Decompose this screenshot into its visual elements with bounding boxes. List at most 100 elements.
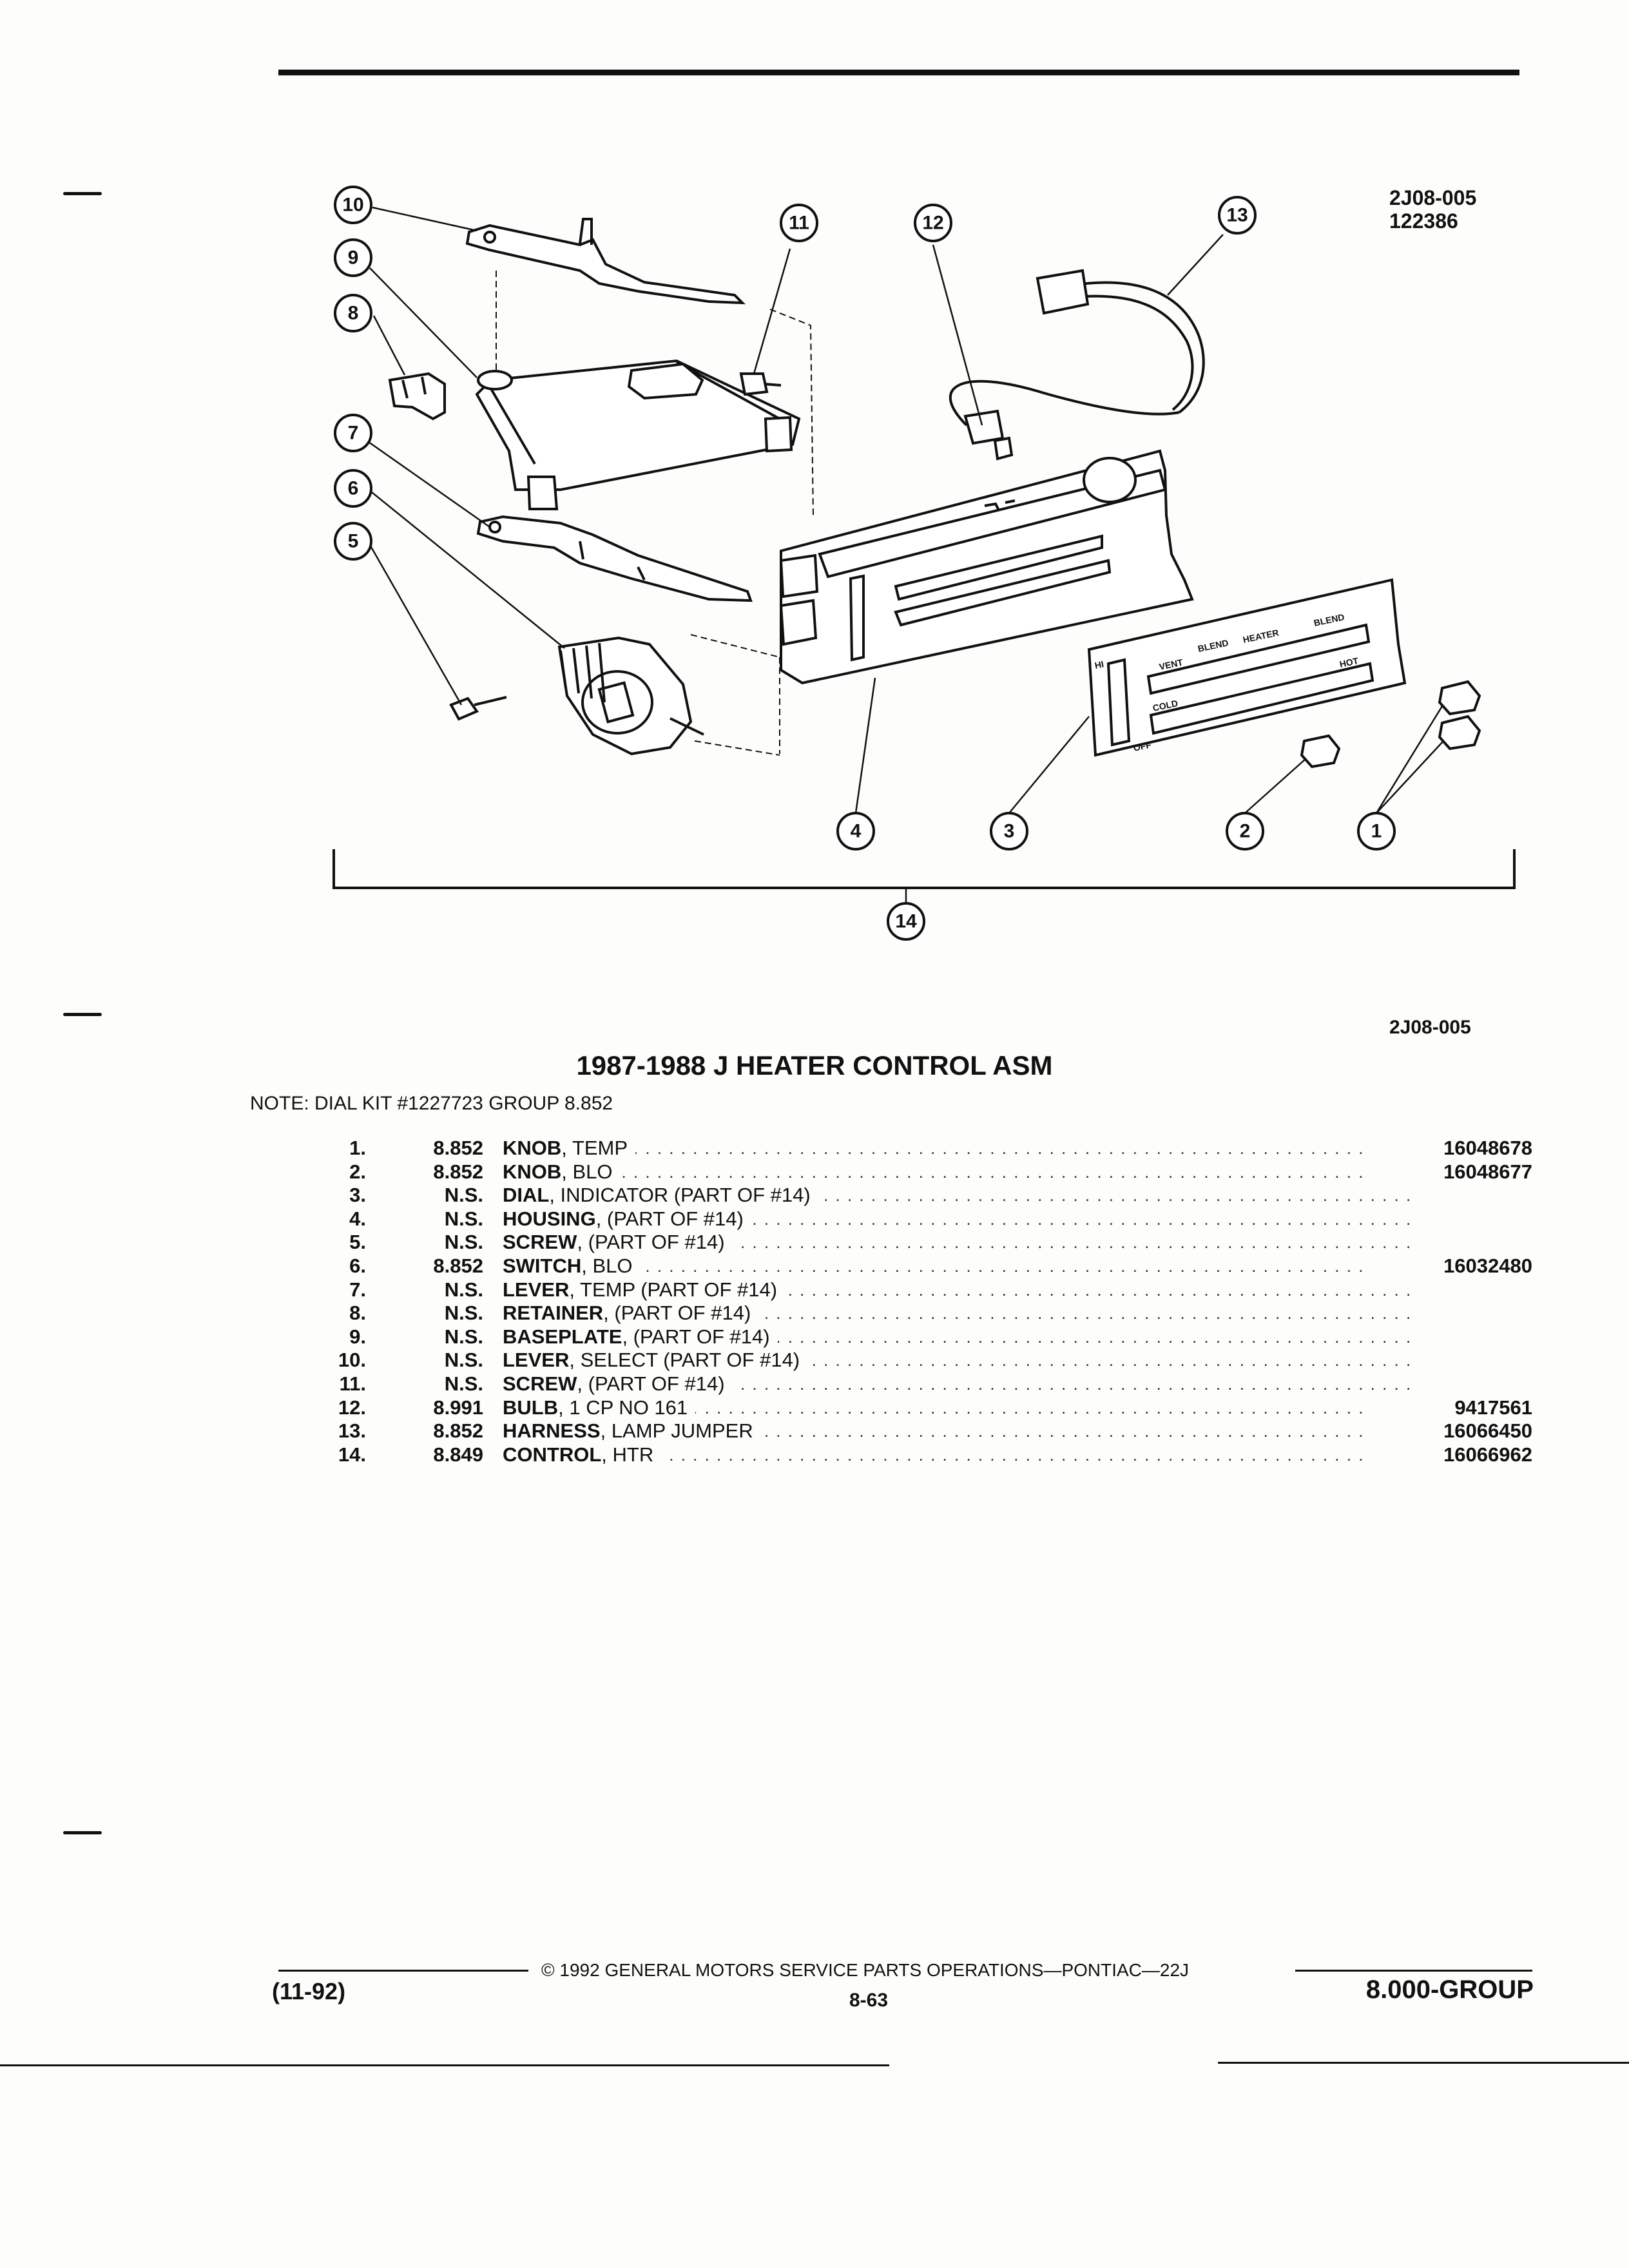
group-number: 8.852 — [433, 1254, 483, 1277]
leader-line — [1375, 706, 1443, 814]
temp-knob — [1438, 680, 1481, 716]
part-description: CONTROL, HTR — [503, 1443, 662, 1466]
baseplate-tab — [764, 416, 793, 453]
copyright-line: © 1992 GENERAL MOTORS SERVICE PARTS OPER… — [541, 1960, 1190, 1980]
part-detail: , HTR — [601, 1443, 654, 1466]
parts-list-row: 11.N.S.. . . . . . . . . . . . . . . . .… — [308, 1372, 1532, 1396]
parts-list-row: 6.8.852. . . . . . . . . . . . . . . . .… — [308, 1254, 1532, 1278]
footer-rule-left — [278, 1970, 528, 1972]
part-name: SWITCH — [503, 1254, 582, 1277]
illustration-code-bottom: 2J08-005 — [1389, 1017, 1471, 1038]
part-name: DIAL — [503, 1184, 550, 1207]
screw-small — [739, 372, 769, 396]
part-detail: , TEMP — [561, 1137, 628, 1159]
part-description: BULB, 1 CP NO 161 — [503, 1396, 696, 1419]
callout-7-label: 7 — [348, 423, 359, 444]
part-number: 16032480 — [1443, 1254, 1532, 1277]
guide-line — [690, 634, 780, 658]
retainer-detail — [401, 376, 427, 399]
bottom-edge-rule-right — [1218, 2062, 1629, 2064]
temp-lever-hole — [488, 521, 501, 533]
callout-6-label: 6 — [348, 478, 359, 499]
guide-line — [694, 740, 780, 756]
group-number: N.S. — [444, 1231, 483, 1254]
part-detail: , (PART OF #14) — [577, 1231, 725, 1254]
margin-mark — [63, 1831, 102, 1834]
callout-10-label: 10 — [342, 195, 363, 216]
part-name: BULB — [503, 1396, 559, 1419]
leader-line — [372, 315, 406, 376]
callout-12: 12 — [914, 204, 952, 242]
dial-kit-note: NOTE: DIAL KIT #1227723 GROUP 8.852 — [250, 1093, 613, 1114]
parts-list-row: 1.8.852. . . . . . . . . . . . . . . . .… — [308, 1137, 1532, 1160]
part-number: 9417561 — [1454, 1396, 1532, 1419]
item-number: 9. — [349, 1325, 366, 1348]
leader-line — [369, 267, 477, 378]
callout-1-label: 1 — [1371, 821, 1382, 842]
group-number: N.S. — [444, 1184, 483, 1207]
part-detail: , BLO — [581, 1254, 633, 1277]
callout-4-label: 4 — [851, 821, 862, 842]
parts-list-row: 9.N.S.. . . . . . . . . . . . . . . . . … — [308, 1325, 1532, 1349]
margin-mark — [63, 1013, 102, 1016]
harness-connector — [1036, 269, 1090, 315]
bulb-socket — [963, 409, 1005, 445]
dial-label-hot: HOT — [1338, 655, 1360, 669]
part-description: SCREW, (PART OF #14) — [503, 1372, 733, 1396]
part-description: SWITCH, BLO — [503, 1254, 641, 1278]
dial-label-vent: VENT — [1158, 657, 1184, 672]
callout-4: 4 — [836, 812, 875, 850]
baseplate-pivot — [477, 370, 513, 390]
leader-dots: . . . . . . . . . . . . . . . . . . . . … — [503, 1139, 1365, 1158]
part-name: HOUSING — [503, 1207, 596, 1230]
parts-list-row: 12.8.991. . . . . . . . . . . . . . . . … — [308, 1396, 1532, 1420]
retainer — [388, 372, 446, 421]
group-number: 8.849 — [433, 1443, 483, 1466]
part-description: SCREW, (PART OF #14) — [503, 1231, 733, 1254]
temp-knob — [1438, 715, 1481, 751]
part-number: 16066962 — [1443, 1443, 1532, 1466]
baseplate-tab — [526, 476, 559, 510]
housing-slot — [894, 534, 1103, 601]
header-rule — [278, 70, 1519, 75]
group-label: 8.000-GROUP — [1365, 1975, 1534, 2004]
part-detail: , (PART OF #14) — [577, 1372, 725, 1395]
parts-list: 1.8.852. . . . . . . . . . . . . . . . .… — [308, 1137, 1532, 1466]
dial-label-hi: HI — [1094, 658, 1104, 671]
dial-slot-upper — [1146, 623, 1371, 695]
callout-2: 2 — [1226, 812, 1264, 850]
part-number: 16066450 — [1443, 1419, 1532, 1443]
page-number: 8-63 — [849, 1990, 889, 2011]
group-number: 8.991 — [433, 1396, 483, 1419]
blower-switch-shaft — [597, 681, 635, 724]
housing-tab — [779, 553, 819, 599]
parts-list-row: 3.N.S.. . . . . . . . . . . . . . . . . … — [308, 1184, 1532, 1207]
housing-tab — [779, 599, 818, 646]
callout-9: 9 — [334, 238, 372, 277]
part-description: LEVER, SELECT (PART OF #14) — [503, 1349, 808, 1372]
group-number: 8.852 — [433, 1137, 483, 1159]
callout-2-label: 2 — [1240, 821, 1251, 842]
group-number: N.S. — [444, 1302, 483, 1325]
illustration-sub-code: 122386 — [1389, 209, 1458, 233]
group-number: N.S. — [444, 1278, 483, 1301]
callout-14: 14 — [887, 902, 925, 941]
harness-wire — [1085, 294, 1194, 411]
screw-small-thread — [764, 383, 782, 387]
blower-knob — [1300, 734, 1341, 769]
guide-line — [769, 309, 814, 516]
part-name: LEVER — [503, 1349, 570, 1372]
part-detail: , (PART OF #14) — [603, 1302, 751, 1325]
group-number: N.S. — [444, 1349, 483, 1372]
leader-line — [367, 542, 463, 706]
temp-lever — [476, 515, 753, 602]
item-number: 12. — [338, 1396, 366, 1419]
leader-line — [753, 248, 791, 374]
group-number: 8.852 — [433, 1419, 483, 1443]
select-lever-tab — [579, 218, 593, 245]
select-lever — [465, 224, 746, 305]
part-description: LEVER, TEMP (PART OF #14) — [503, 1278, 786, 1302]
item-number: 14. — [338, 1443, 366, 1466]
part-description: KNOB, BLO — [503, 1160, 621, 1184]
